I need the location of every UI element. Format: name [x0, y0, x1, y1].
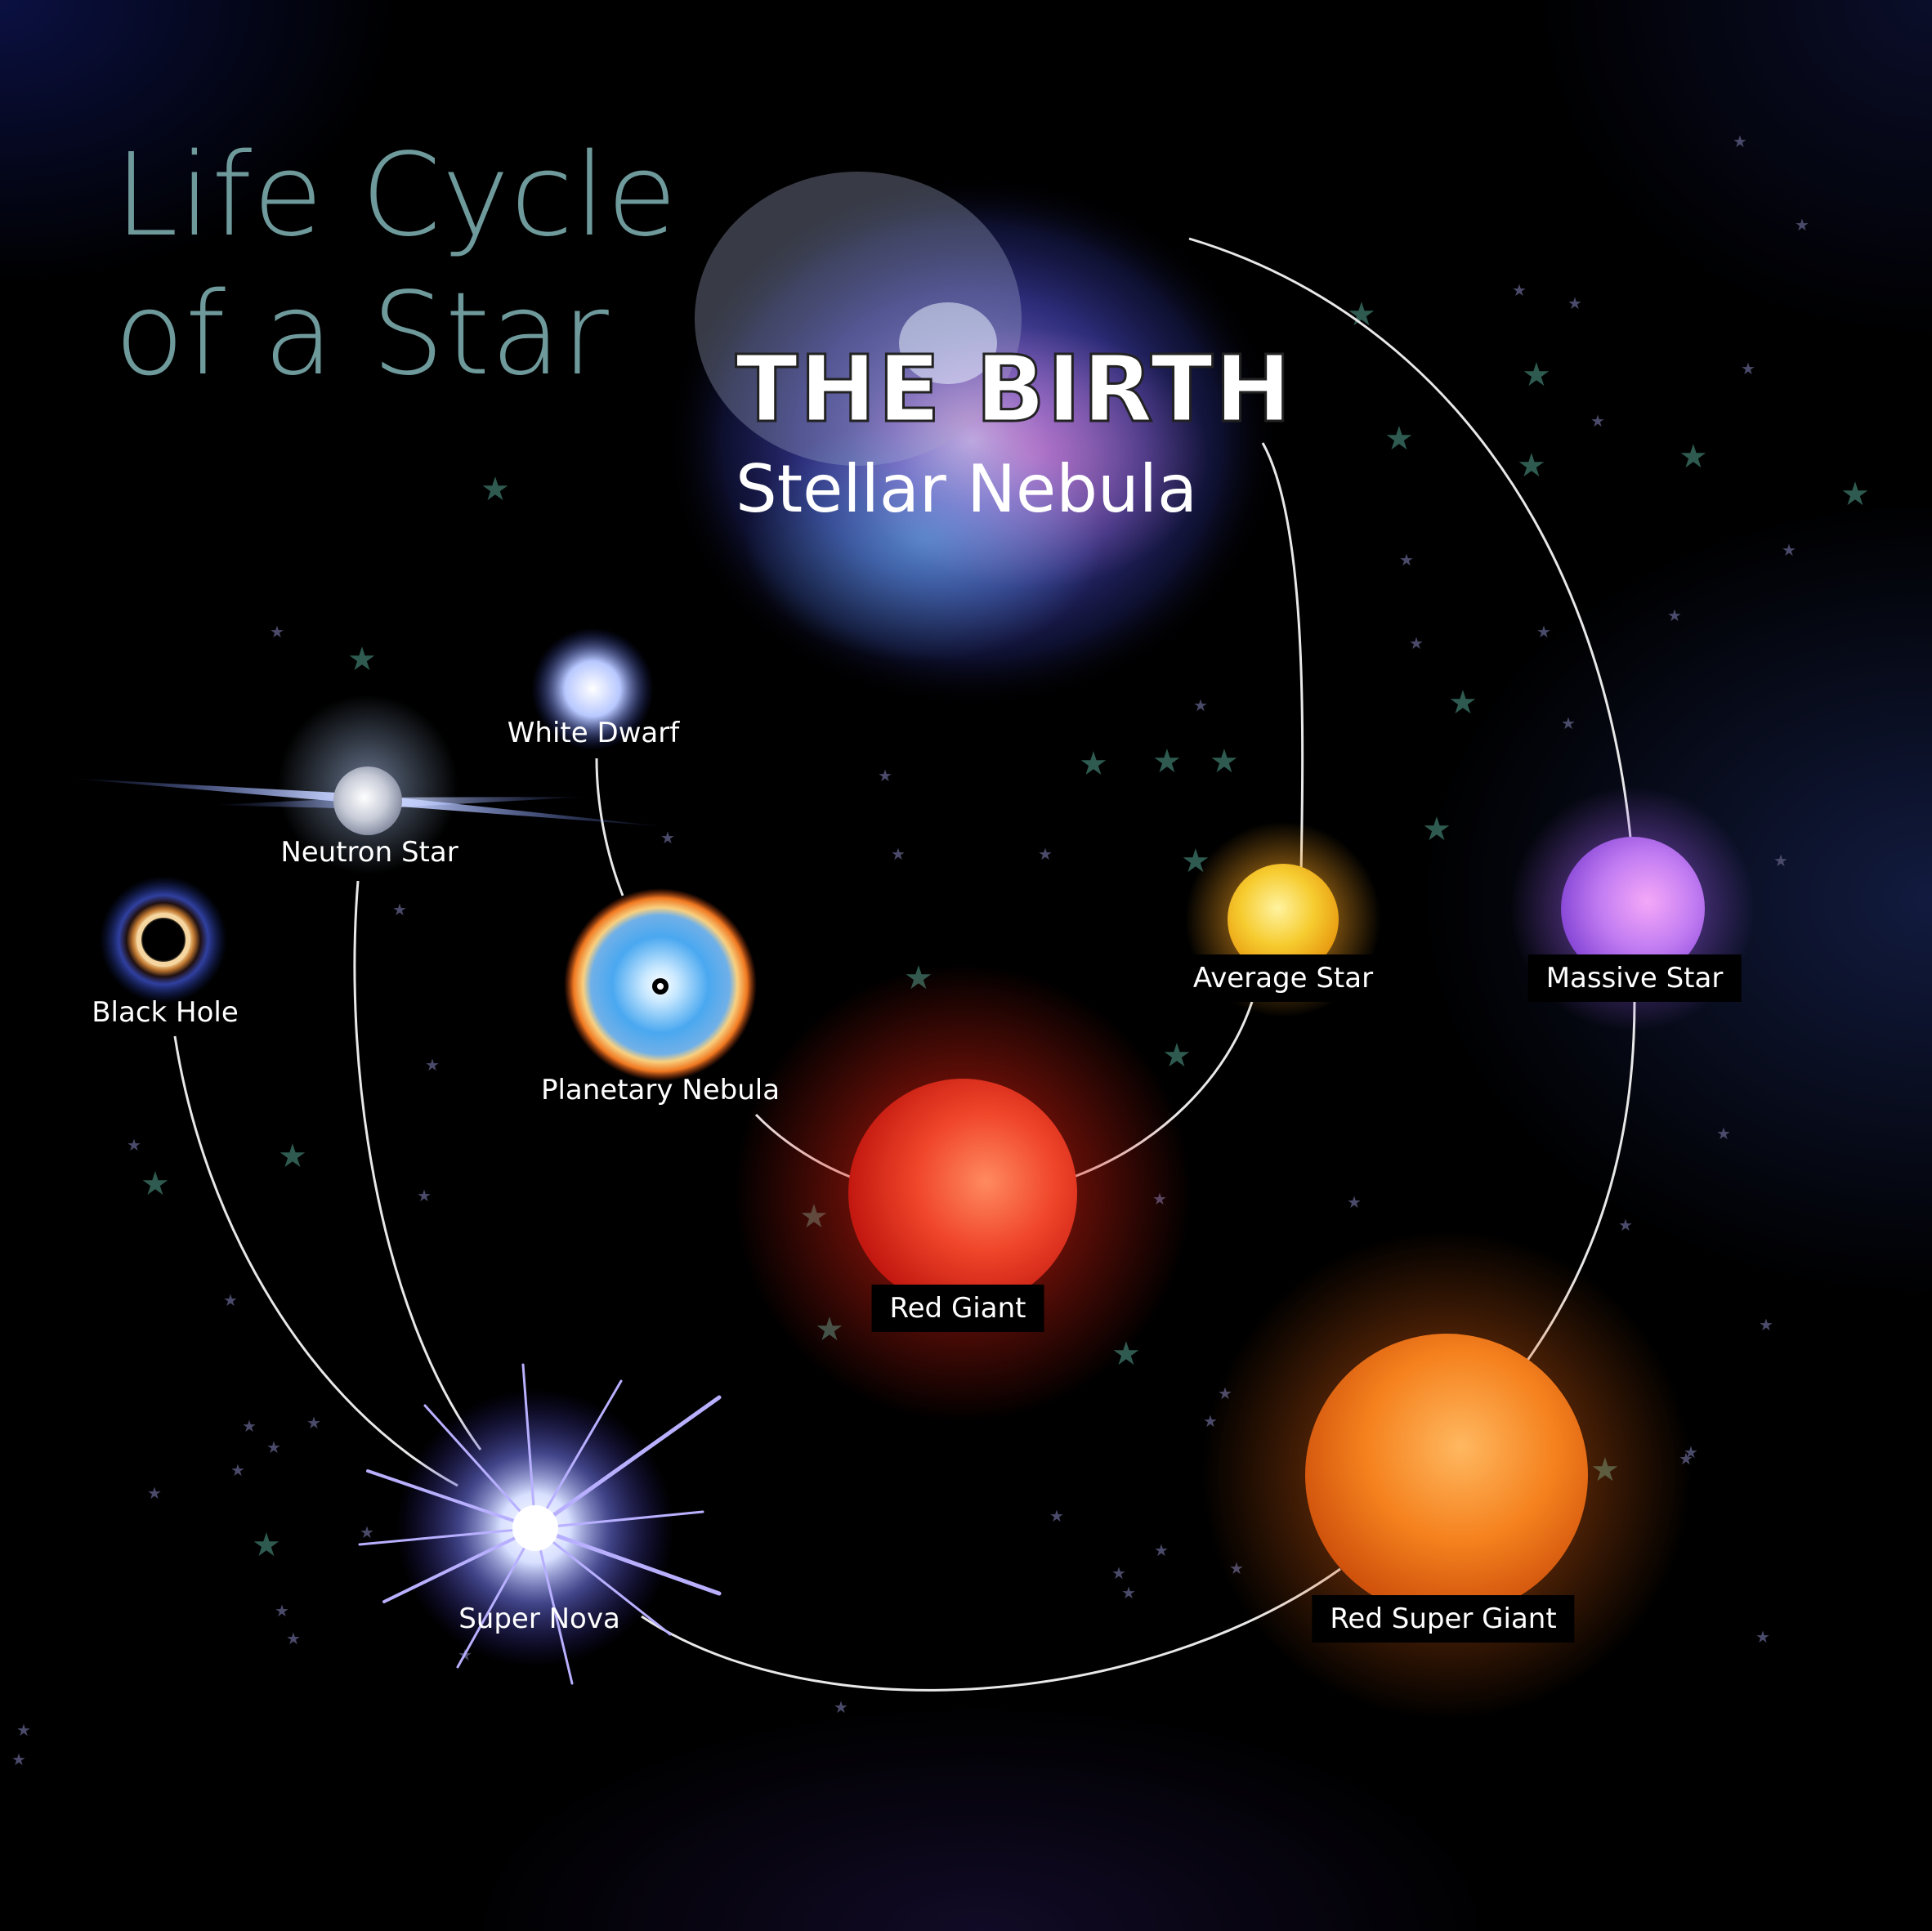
star-icon: ★ [252, 1526, 281, 1563]
svg-text:★: ★ [306, 1415, 321, 1433]
planetary-nebula-image [564, 888, 757, 1081]
star-icon: ★ [347, 641, 377, 677]
star-icon: ★ [1448, 684, 1478, 721]
star-icon: ★ [1347, 296, 1376, 333]
red-giant-label: Red Giant [871, 1285, 1044, 1332]
svg-text:★: ★ [891, 846, 906, 864]
star-icon: ★ [1422, 811, 1451, 847]
svg-text:★: ★ [660, 829, 675, 847]
svg-text:★: ★ [1121, 1585, 1136, 1602]
svg-text:★: ★ [392, 901, 407, 919]
massive-star-label: Massive Star [1527, 954, 1742, 1002]
red-super-giant-label: Red Super Giant [1312, 1595, 1575, 1643]
star-icon: ★ [1079, 745, 1108, 782]
svg-text:★: ★ [1716, 1125, 1731, 1143]
svg-text:★: ★ [1536, 624, 1551, 641]
planetary-nebula-label: Planetary Nebula [540, 1074, 780, 1106]
star-icon: ★ [1522, 356, 1551, 393]
svg-text:★: ★ [275, 1602, 289, 1620]
svg-text:★: ★ [1347, 1194, 1362, 1212]
svg-text:★: ★ [360, 1524, 374, 1542]
svg-text:★: ★ [1795, 217, 1809, 235]
star-icon: ★ [1162, 1037, 1192, 1074]
line-planetary-nebula-to-white-dwarf [595, 758, 624, 896]
background-stars: ★ ★ ★ ★ ★ ★ ★ ★ ★ ★ ★ ★ ★ ★ ★ ★ ★ ★ ★ ★ … [141, 296, 1870, 1563]
svg-text:★: ★ [242, 1418, 257, 1436]
average-star-label: Average Star [1174, 954, 1392, 1002]
title-line-1: Life Cycle [114, 129, 678, 262]
svg-text:★: ★ [834, 1699, 848, 1717]
svg-text:★: ★ [266, 1439, 281, 1457]
svg-text:★: ★ [1193, 697, 1208, 715]
svg-text:★: ★ [16, 1722, 31, 1740]
star-icon: ★ [1840, 476, 1870, 512]
star-icon: ★ [1384, 420, 1414, 457]
star-icon: ★ [1679, 438, 1708, 475]
svg-text:★: ★ [1618, 1217, 1633, 1235]
svg-text:★: ★ [1568, 295, 1582, 313]
svg-text:★: ★ [1590, 413, 1605, 431]
faint-stars: ★ ★ ★ ★ ★ ★ ★ ★ ★ ★ ★ ★ ★ ★ ★ ★ ★ ★ ★ ★ … [11, 133, 1809, 1769]
svg-text:★: ★ [1512, 282, 1527, 300]
star-icon: ★ [1210, 743, 1239, 780]
svg-text:★: ★ [1561, 715, 1576, 733]
super-nova-label: Super Nova [458, 1602, 620, 1635]
stellar-nebula-image [662, 172, 1283, 711]
svg-text:★: ★ [1755, 1629, 1770, 1647]
svg-text:★: ★ [270, 624, 284, 641]
line-super-nova-to-black-hole [173, 1035, 458, 1487]
birth-heading: THE BIRTH [734, 336, 1294, 445]
red-super-giant-image [1201, 1230, 1692, 1720]
star-icon: ★ [141, 1165, 170, 1202]
black-hole-image [100, 876, 227, 1003]
svg-text:★: ★ [11, 1751, 26, 1769]
super-nova-image [358, 1363, 722, 1685]
line-super-nova-to-neutron-star [353, 880, 482, 1450]
star-icon: ★ [1152, 743, 1182, 780]
svg-text:★: ★ [1154, 1542, 1169, 1560]
line-red-super-giant-to-super-nova [641, 1567, 1341, 1692]
svg-text:★: ★ [425, 1057, 440, 1075]
star-icon: ★ [481, 471, 510, 507]
svg-text:★: ★ [1782, 542, 1796, 560]
svg-text:★: ★ [223, 1292, 238, 1310]
svg-text:★: ★ [1111, 1565, 1126, 1583]
svg-text:★: ★ [1409, 635, 1424, 653]
title-line-2: of a Star [114, 268, 610, 401]
white-dwarf-label: White Dwarf [507, 717, 680, 749]
svg-text:★: ★ [127, 1137, 141, 1155]
svg-text:★: ★ [1049, 1508, 1064, 1526]
star-icon: ★ [278, 1138, 307, 1174]
svg-text:★: ★ [286, 1630, 301, 1648]
svg-text:★: ★ [417, 1187, 432, 1205]
neutron-star-image [65, 695, 670, 874]
svg-text:★: ★ [1759, 1316, 1773, 1334]
line-nebula-to-average-star [1261, 442, 1304, 875]
svg-text:★: ★ [1773, 852, 1788, 870]
svg-text:★: ★ [1667, 607, 1682, 625]
star-icon: ★ [1517, 447, 1546, 484]
neutron-star-label: Neutron Star [280, 836, 458, 869]
red-giant-image [734, 964, 1192, 1422]
svg-text:★: ★ [1399, 552, 1414, 570]
svg-text:★: ★ [1733, 133, 1747, 151]
white-dwarf-image [531, 628, 654, 750]
svg-text:★: ★ [1038, 846, 1053, 864]
svg-text:★: ★ [147, 1485, 162, 1503]
stellar-nebula-label: Stellar Nebula [736, 451, 1197, 527]
svg-text:★: ★ [230, 1462, 245, 1480]
svg-text:★: ★ [878, 767, 892, 785]
line-nebula-to-massive-star [1188, 237, 1633, 847]
svg-text:★: ★ [1741, 360, 1755, 378]
black-hole-label: Black Hole [92, 996, 239, 1029]
